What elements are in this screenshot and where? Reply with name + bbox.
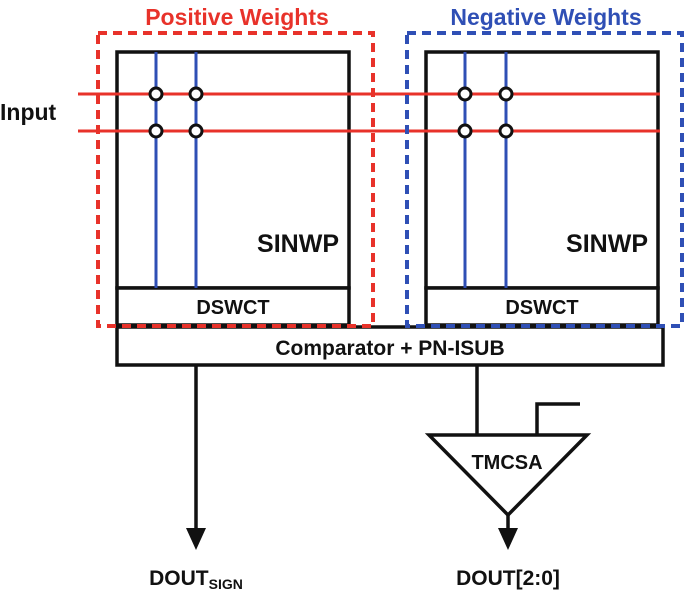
dswct-label-right: DSWCT: [505, 297, 578, 319]
tmcsa-label: TMCSA: [471, 452, 542, 474]
positive-weights-title: Positive Weights: [145, 4, 329, 30]
cell-node: [457, 123, 473, 139]
dswct-label-left: DSWCT: [196, 297, 269, 319]
dout-bits-label: DOUT[2:0]: [456, 567, 560, 590]
tmcsa-amplifier: [424, 433, 592, 518]
dout-sign-label: DOUTSIGN: [149, 567, 243, 592]
cell-node: [188, 86, 204, 102]
dout-sign-subscript: SIGN: [209, 576, 243, 592]
dout-sign-main: DOUT: [149, 567, 209, 590]
dout-bits-arrow: [498, 528, 518, 550]
sinwp-label-left: SINWP: [257, 230, 339, 258]
cell-node: [457, 86, 473, 102]
cell-node: [148, 123, 164, 139]
cell-node: [188, 123, 204, 139]
comparator-block: [115, 325, 665, 367]
sinwp-label-right: SINWP: [566, 230, 648, 258]
tmcsa-control-wire: [535, 402, 580, 437]
cell-node: [498, 86, 514, 102]
negative-weights-title: Negative Weights: [450, 4, 641, 30]
comparator-label: Comparator + PN-ISUB: [275, 337, 504, 360]
cell-node: [498, 123, 514, 139]
dout-sign-arrow: [186, 528, 206, 550]
input-label: Input: [0, 99, 57, 125]
positive-weights-group: [96, 31, 375, 328]
negative-weights-group: [405, 31, 684, 328]
cell-node: [148, 86, 164, 102]
